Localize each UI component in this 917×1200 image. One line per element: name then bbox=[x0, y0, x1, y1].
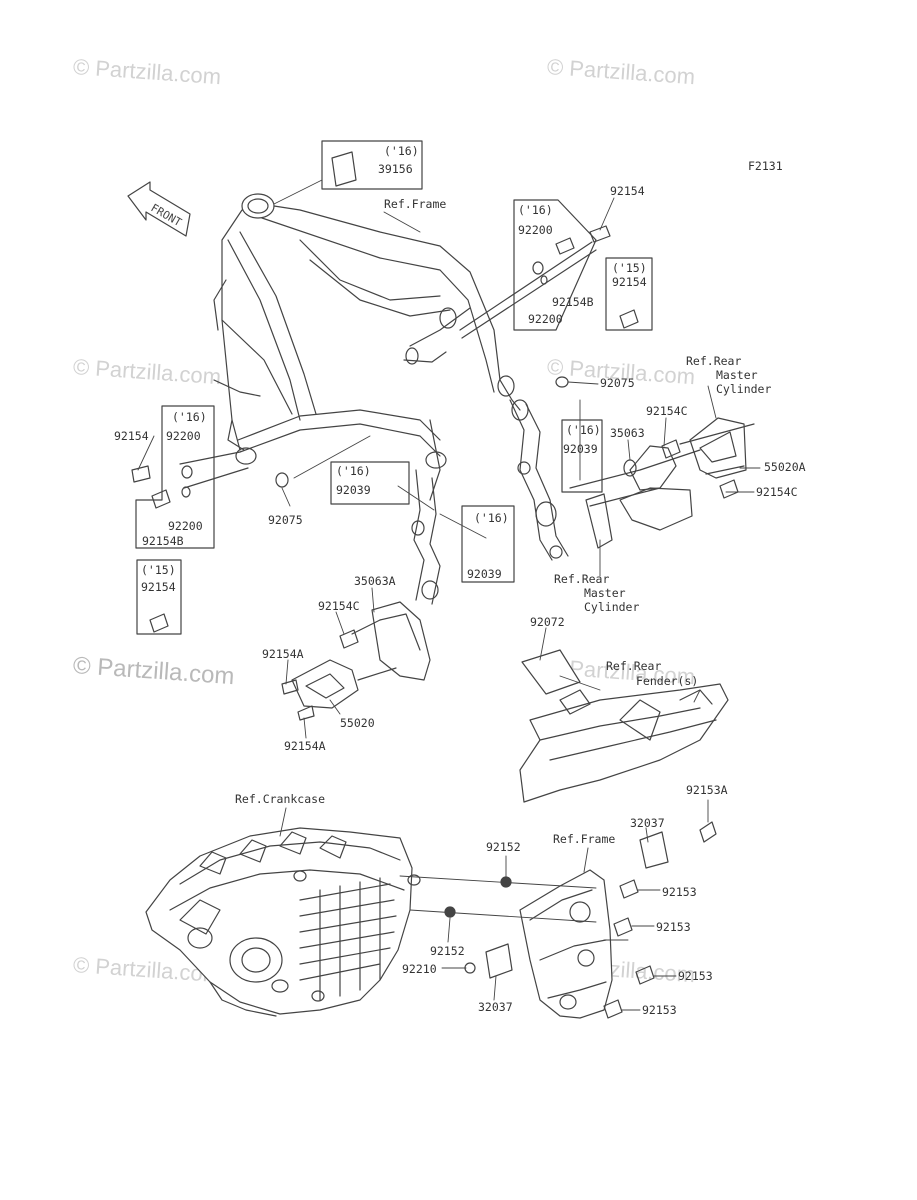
part-92075-left[interactable]: 92075 bbox=[268, 513, 303, 527]
label-year-16-e: ('16) bbox=[336, 464, 371, 478]
part-39156[interactable]: 39156 bbox=[378, 162, 413, 176]
part-92153-4[interactable]: 92153 bbox=[642, 1003, 677, 1017]
part-92153A[interactable]: 92153A bbox=[686, 783, 728, 797]
part-32037-bottom[interactable]: 32037 bbox=[478, 1000, 513, 1014]
part-92154C-right[interactable]: 92154C bbox=[646, 404, 688, 418]
part-92072[interactable]: 92072 bbox=[530, 615, 565, 629]
label-year-16-f: ('16) bbox=[474, 511, 509, 525]
left-footrest-assembly bbox=[281, 601, 431, 721]
ref-rear-master-cylinder-top-1: Ref.Rear bbox=[686, 354, 742, 368]
ref-rear-master-cylinder-top-2: Master bbox=[716, 368, 758, 382]
part-92154A-left[interactable]: 92154A bbox=[262, 647, 304, 661]
ref-rear-master-cylinder-bot-2: Master bbox=[584, 586, 626, 600]
label-year-16-b: ('16) bbox=[518, 203, 553, 217]
part-92039-mid2[interactable]: 92039 bbox=[467, 567, 502, 581]
box-92039-right bbox=[561, 419, 603, 493]
box-15-left bbox=[136, 559, 182, 635]
crankcase bbox=[145, 827, 413, 1017]
ref-rear-master-cylinder-bot-3: Cylinder bbox=[584, 600, 640, 614]
part-92153-1[interactable]: 92153 bbox=[662, 885, 697, 899]
figure-id: F2131 bbox=[748, 159, 783, 173]
part-92154B-top[interactable]: 92154B bbox=[552, 295, 594, 309]
part-92154-left2[interactable]: 92154 bbox=[141, 580, 176, 594]
part-92210[interactable]: 92210 bbox=[402, 962, 437, 976]
part-92153-3[interactable]: 92153 bbox=[678, 969, 713, 983]
ref-rear-fender-1: Ref.Rear bbox=[606, 659, 662, 673]
part-92200-top[interactable]: 92200 bbox=[518, 223, 553, 237]
label-year-16-c: ('16) bbox=[566, 423, 601, 437]
engine-mount-bracket bbox=[293, 821, 717, 1019]
box-92200-left bbox=[135, 405, 215, 549]
label-year-15-b: ('15) bbox=[141, 563, 176, 577]
part-92152-bottom[interactable]: 92152 bbox=[430, 944, 465, 958]
part-55020[interactable]: 55020 bbox=[340, 716, 375, 730]
box-39156 bbox=[321, 140, 423, 190]
ref-rear-master-cylinder-bot-1: Ref.Rear bbox=[554, 572, 610, 586]
box-92039-mid bbox=[330, 461, 410, 505]
ref-rear-fender-2: Fender(s) bbox=[636, 674, 699, 688]
part-92154C-left[interactable]: 92154C bbox=[318, 599, 360, 613]
label-year-16-a: ('16) bbox=[384, 144, 419, 158]
rear-fender bbox=[519, 649, 729, 803]
part-35063A[interactable]: 35063A bbox=[354, 574, 396, 588]
part-92152-top[interactable]: 92152 bbox=[486, 840, 521, 854]
part-92154A-left2[interactable]: 92154A bbox=[284, 739, 326, 753]
part-92154-left[interactable]: 92154 bbox=[114, 429, 149, 443]
part-92154-right[interactable]: 92154 bbox=[612, 275, 647, 289]
ref-crankcase: Ref.Crankcase bbox=[235, 792, 326, 806]
ref-frame-top: Ref.Frame bbox=[384, 197, 447, 211]
part-92200-left[interactable]: 92200 bbox=[166, 429, 201, 443]
part-92154-top[interactable]: 92154 bbox=[610, 184, 645, 198]
part-55020A[interactable]: 55020A bbox=[764, 460, 806, 474]
main-frame bbox=[213, 193, 521, 501]
label-year-16-d: ('16) bbox=[172, 410, 207, 424]
part-32037-top[interactable]: 32037 bbox=[630, 816, 665, 830]
part-92154C-right2[interactable]: 92154C bbox=[756, 485, 798, 499]
part-92075-right[interactable]: 92075 bbox=[600, 376, 635, 390]
part-92153-2[interactable]: 92153 bbox=[656, 920, 691, 934]
part-92039-right[interactable]: 92039 bbox=[563, 442, 598, 456]
left-bolt-assembly bbox=[131, 451, 289, 633]
ref-rear-master-cylinder-top-3: Cylinder bbox=[716, 382, 772, 396]
front-arrow-icon: FRONT bbox=[127, 181, 191, 237]
label-year-15-a: ('15) bbox=[612, 261, 647, 275]
part-92039-mid[interactable]: 92039 bbox=[336, 483, 371, 497]
part-92200-left2[interactable]: 92200 bbox=[168, 519, 203, 533]
right-frame-arm bbox=[509, 399, 569, 561]
leader-lines bbox=[137, 179, 761, 1011]
part-92200-top2[interactable]: 92200 bbox=[528, 312, 563, 326]
left-frame-arm bbox=[411, 469, 441, 605]
box-92200-upper bbox=[513, 199, 597, 331]
right-footrest-assembly bbox=[569, 417, 755, 549]
ref-frame-bottom: Ref.Frame bbox=[553, 832, 616, 846]
part-35063[interactable]: 35063 bbox=[610, 426, 645, 440]
box-92039-mid2 bbox=[461, 505, 515, 583]
box-15-upper bbox=[605, 257, 653, 331]
part-92154B-left[interactable]: 92154B bbox=[142, 534, 184, 548]
